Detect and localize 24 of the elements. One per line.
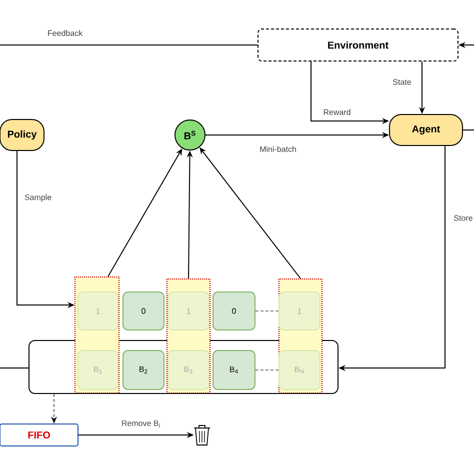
edge-label: Store <box>452 214 474 222</box>
flag-cell: 1 <box>168 292 210 330</box>
edge-label: Mini-batch <box>258 145 298 153</box>
trash-icon <box>194 425 210 446</box>
edge-label: State <box>392 78 412 86</box>
environment-box: Environment <box>258 28 458 62</box>
edge-label: Reward <box>322 108 352 116</box>
buffer-cell: B$_{3}$ <box>168 350 210 390</box>
buffer-cell: B$_{2}$ <box>122 350 164 390</box>
edge-label: Remove B$_{i}$ <box>120 419 162 429</box>
flag-cell: 1 <box>78 292 118 330</box>
edge-label: Sample <box>23 193 53 203</box>
buffer-cell: B$_{N}$ <box>278 350 320 390</box>
flag-cell: 0 <box>122 292 164 330</box>
buffer-cell: B$_{4}$ <box>212 350 256 390</box>
dotted-connector <box>255 310 279 312</box>
policy-box: Policy <box>0 119 44 151</box>
fifo-box: FIFO <box>0 424 78 446</box>
connector-line <box>0 44 258 46</box>
edge-label: Feedback <box>46 29 84 37</box>
flag-cell: 1 <box>278 292 320 330</box>
buffer-cell: B$_{1}$ <box>78 350 118 390</box>
flag-cell: 0 <box>212 292 256 330</box>
agent-box: Agent <box>389 114 463 146</box>
